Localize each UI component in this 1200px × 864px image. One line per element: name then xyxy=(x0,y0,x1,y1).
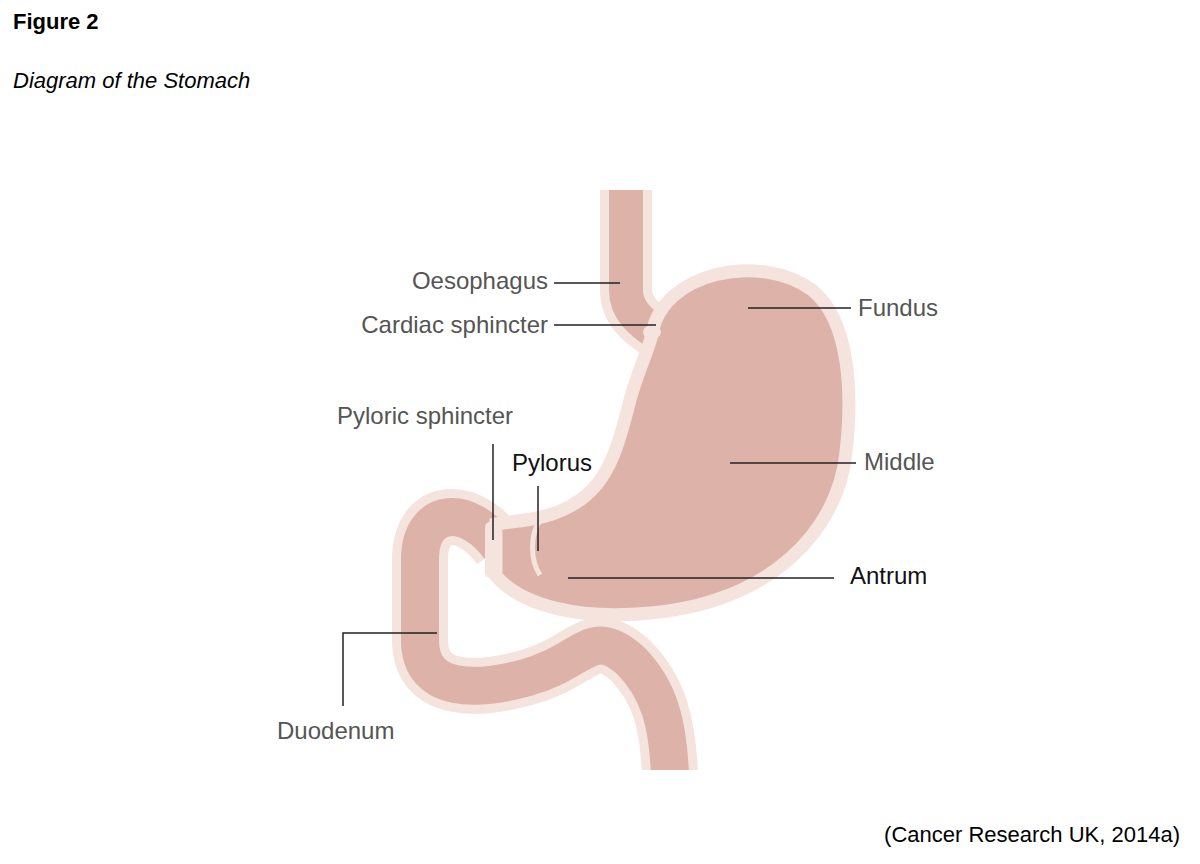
cut-edge xyxy=(640,770,700,780)
pylorus-fold xyxy=(533,520,541,575)
part-label: Cardiac sphincter xyxy=(361,311,548,339)
figure-title: Figure 2 xyxy=(13,9,99,34)
figure-caption: Diagram of the Stomach xyxy=(13,68,250,93)
source-citation: (Cancer Research UK, 2014a) xyxy=(884,822,1180,847)
leader-lines xyxy=(343,283,856,706)
part-label: Pylorus xyxy=(512,449,592,477)
cardiac-sphincter xyxy=(643,325,661,339)
part-label: Oesophagus xyxy=(412,267,548,295)
part-label: Fundus xyxy=(858,294,938,322)
part-label: Duodenum xyxy=(277,717,394,745)
part-label: Pyloric sphincter xyxy=(337,402,513,430)
stomach-body xyxy=(496,271,849,615)
part-label: Antrum xyxy=(850,562,927,590)
part-label: Middle xyxy=(864,448,935,476)
